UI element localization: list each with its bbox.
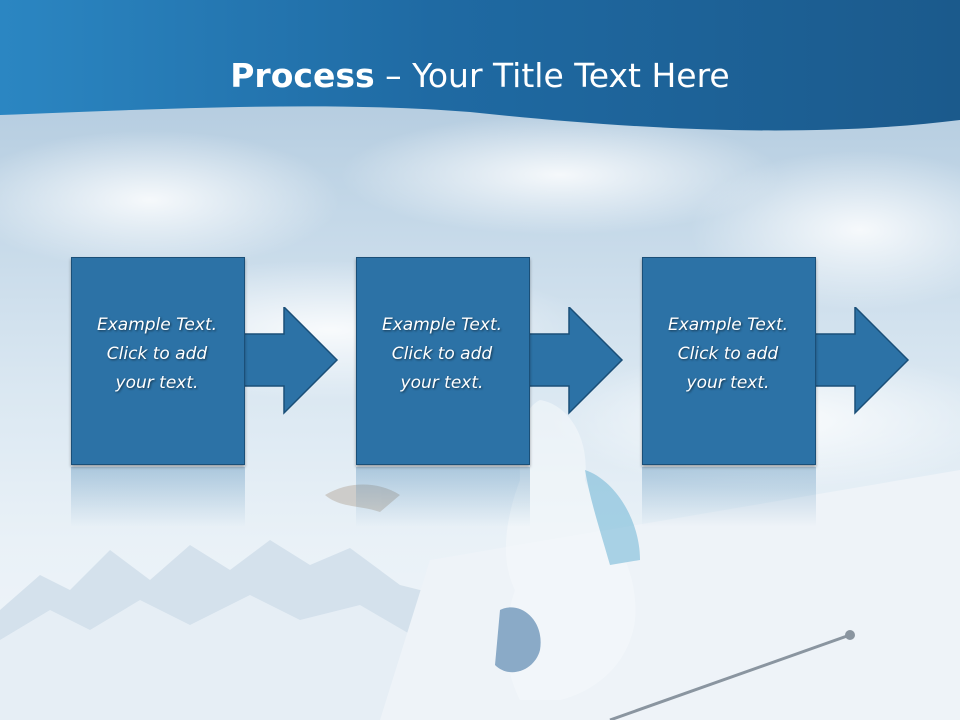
step-text[interactable]: Example Text. Click to add your text. bbox=[667, 315, 789, 393]
cloud-shape bbox=[0, 130, 340, 270]
process-step-3[interactable]: Example Text. Click to add your text. bbox=[642, 257, 922, 527]
step-arrow-icon bbox=[812, 307, 910, 415]
skier-figure bbox=[325, 400, 640, 700]
cloud-shape bbox=[340, 115, 780, 235]
step-arrow-icon bbox=[526, 307, 624, 415]
process-step-1[interactable]: Example Text. Click to add your text. bbox=[71, 257, 351, 527]
slide-title[interactable]: Process – Your Title Text Here bbox=[0, 56, 960, 96]
step-box bbox=[71, 257, 245, 465]
step-text[interactable]: Example Text. Click to add your text. bbox=[96, 315, 218, 393]
mountain-snow-shape bbox=[0, 595, 480, 720]
box-reflection bbox=[356, 467, 530, 527]
step-box bbox=[642, 257, 816, 465]
step-text[interactable]: Example Text. Click to add your text. bbox=[381, 315, 503, 393]
box-reflection bbox=[642, 467, 816, 527]
step-arrow-icon bbox=[241, 307, 339, 415]
process-step-2[interactable]: Example Text. Click to add your text. bbox=[356, 257, 636, 527]
box-reflection bbox=[71, 467, 245, 527]
header-banner bbox=[0, 0, 960, 131]
title-rest-text: – Your Title Text Here bbox=[374, 56, 730, 95]
ski-pole-tip-shape bbox=[845, 630, 855, 640]
ski-pole-shape bbox=[609, 633, 851, 720]
step-box bbox=[356, 257, 530, 465]
title-bold-word: Process bbox=[230, 56, 375, 95]
